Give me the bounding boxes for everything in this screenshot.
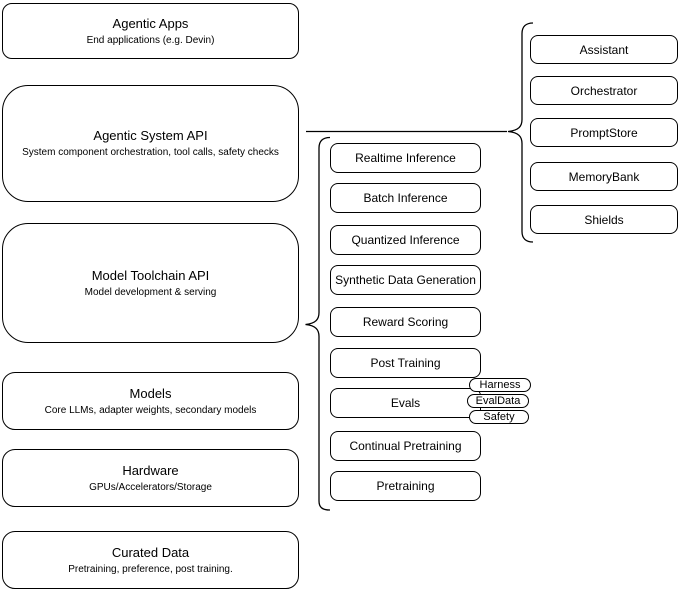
node-label: Pretraining: [376, 479, 435, 493]
node-pretraining: Pretraining: [330, 471, 481, 501]
node-title: Hardware: [122, 462, 179, 478]
node-label: PromptStore: [570, 125, 638, 140]
node-subtitle: Core LLMs, adapter weights, secondary mo…: [44, 404, 257, 416]
node-subtitle: GPUs/Accelerators/Storage: [89, 481, 212, 493]
node-subtitle: Model development & serving: [84, 286, 217, 298]
node-subtitle: End applications (e.g. Devin): [86, 34, 215, 46]
node-title: Model Toolchain API: [91, 267, 210, 283]
node-memorybank: MemoryBank: [530, 162, 678, 191]
toolchain-brace: [305, 136, 331, 511]
node-post-training: Post Training: [330, 348, 481, 378]
node-models: Models Core LLMs, adapter weights, secon…: [2, 372, 299, 430]
node-title: Curated Data: [111, 544, 190, 560]
node-synthetic-data-generation: Synthetic Data Generation: [330, 265, 481, 295]
node-label: Batch Inference: [363, 191, 448, 205]
node-label: Reward Scoring: [362, 315, 449, 329]
node-label: Synthetic Data Generation: [335, 273, 476, 287]
node-title: Agentic Apps: [112, 15, 189, 31]
tag-label: Safety: [483, 411, 515, 423]
node-continual-pretraining: Continual Pretraining: [330, 431, 481, 461]
node-agentic-system-api: Agentic System API System component orch…: [2, 85, 299, 202]
node-label: Continual Pretraining: [349, 439, 462, 453]
tag-harness: Harness: [469, 378, 531, 392]
tag-safety: Safety: [469, 410, 529, 424]
node-hardware: Hardware GPUs/Accelerators/Storage: [2, 449, 299, 507]
tag-evaldata: EvalData: [467, 394, 529, 408]
node-label: MemoryBank: [568, 169, 640, 184]
tag-label: EvalData: [475, 395, 521, 407]
node-realtime-inference: Realtime Inference: [330, 143, 481, 173]
node-subtitle: Pretraining, preference, post training.: [68, 563, 233, 575]
node-batch-inference: Batch Inference: [330, 183, 481, 213]
node-subtitle: System component orchestration, tool cal…: [22, 147, 279, 158]
node-assistant: Assistant: [530, 35, 678, 64]
tag-label: Harness: [479, 379, 521, 391]
node-label: Evals: [390, 396, 421, 410]
node-label: Quantized Inference: [351, 233, 460, 247]
node-label: Assistant: [579, 42, 629, 57]
node-quantized-inference: Quantized Inference: [330, 225, 481, 255]
node-evals: Evals: [330, 388, 481, 418]
node-model-toolchain-api: Model Toolchain API Model development & …: [2, 223, 299, 343]
node-label: Realtime Inference: [355, 151, 456, 165]
node-orchestrator: Orchestrator: [530, 76, 678, 105]
node-title: Agentic System API: [93, 128, 208, 143]
node-label: Post Training: [370, 356, 441, 370]
node-curated-data: Curated Data Pretraining, preference, po…: [2, 531, 299, 589]
node-reward-scoring: Reward Scoring: [330, 307, 481, 337]
node-agentic-apps: Agentic Apps End applications (e.g. Devi…: [2, 3, 299, 59]
node-label: Orchestrator: [570, 83, 638, 98]
node-title: Models: [129, 385, 172, 401]
node-promptstore: PromptStore: [530, 118, 678, 147]
node-label: Shields: [584, 212, 624, 227]
node-shields: Shields: [530, 205, 678, 234]
